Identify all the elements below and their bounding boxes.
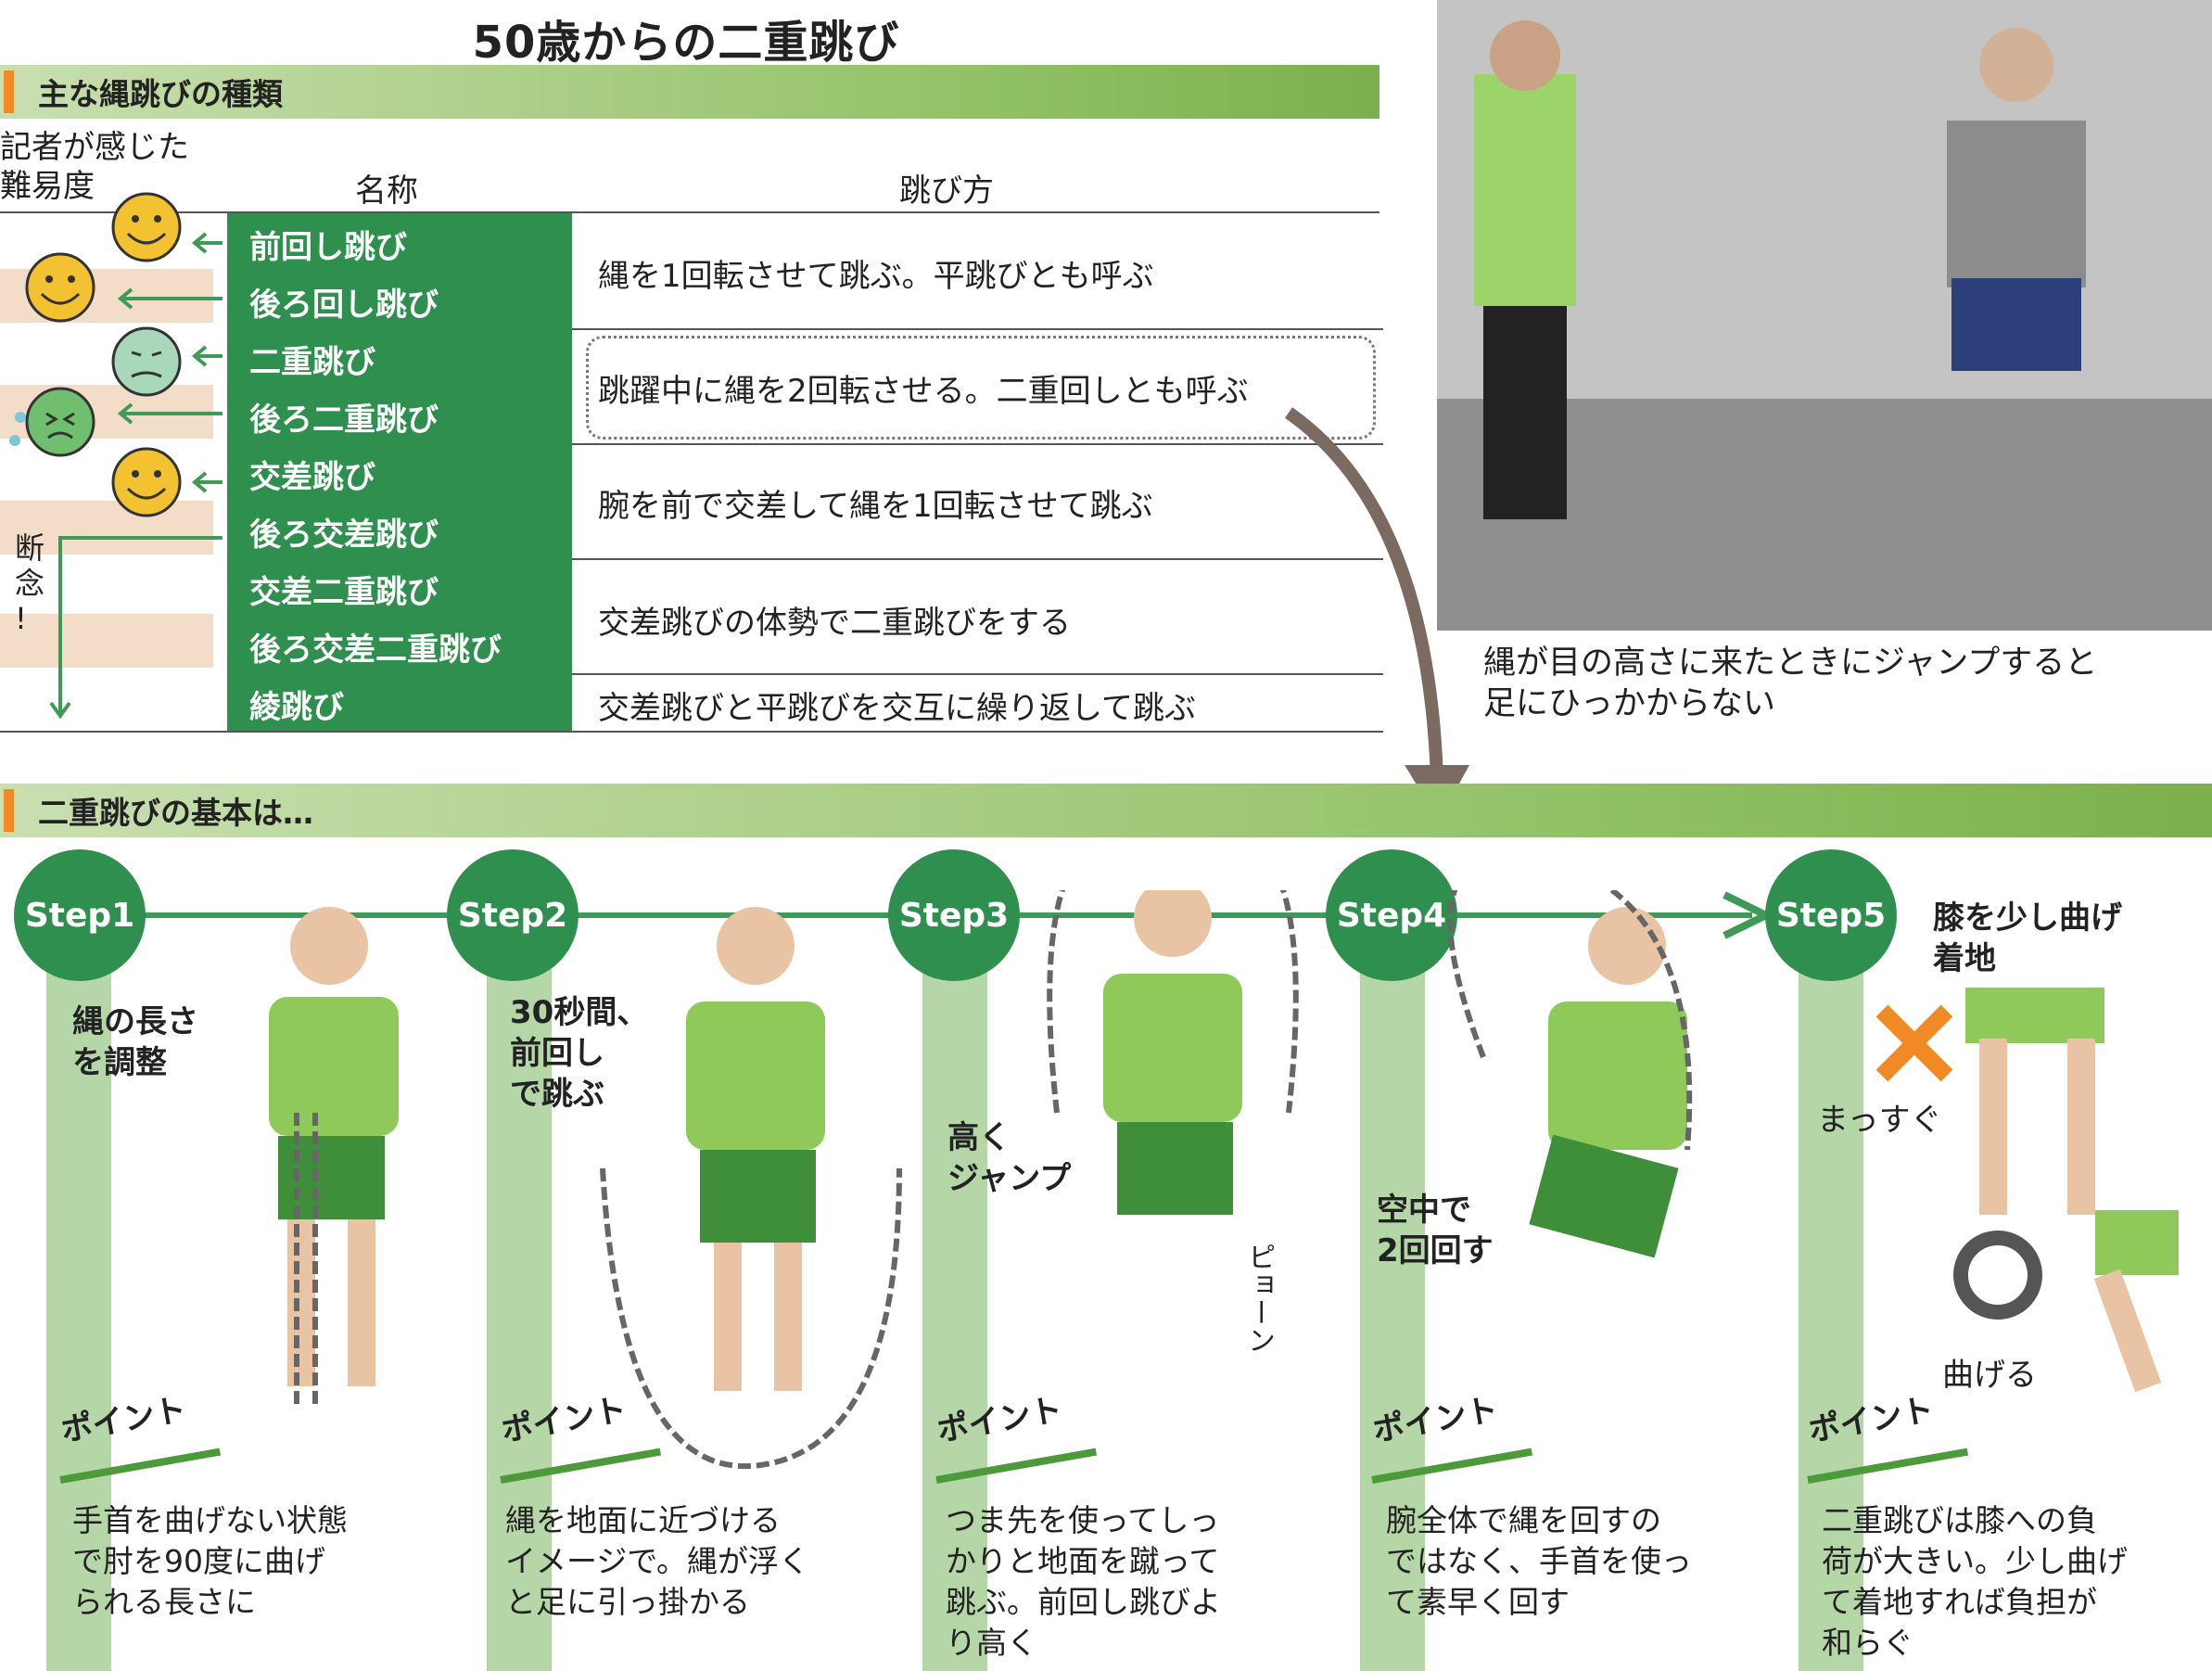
step-2-caption: 30秒間、 前回し で跳ぶ [510,994,649,1113]
circle-mark-icon [1953,1231,2042,1320]
bent-label: 曲げる [1942,1357,2037,1394]
page-title: 50歳からの二重跳び [472,17,900,69]
highlight-box [586,336,1376,440]
step-5-note: 二重跳びは膝への負 荷が大きい。少し曲げ て着地すれば負担が 和らぐ [1822,1502,2128,1661]
smile-face-icon [111,192,182,262]
type-name: 後ろ交差跳び [249,516,439,554]
type-name: 二重跳び [249,343,375,381]
connector-arrow-icon [1284,407,1469,821]
step-1-note: 手首を曲げない状態 で肘を90度に曲げ られる長さに [72,1502,348,1620]
type-description: 腕を前で交差して縄を1回転させて跳ぶ [598,488,1153,525]
section-accent [4,789,14,832]
row-rule [572,558,1383,560]
type-description: 縄を1回転させて跳ぶ。平跳びとも呼ぶ [598,258,1154,295]
type-description: 交差跳びの体勢で二重跳びをする [598,605,1071,642]
step-rail [487,913,552,1671]
arrow-left-icon [191,471,222,493]
column-header-name: 名称 [355,172,418,210]
step-4-caption: 空中で 2回回す [1377,1192,1494,1269]
figure-step2 [600,907,902,1470]
type-name: 前回し跳び [249,228,407,266]
column-header-method: 跳び方 [899,172,994,210]
step-rail [1360,913,1425,1671]
type-description: 跳躍中に縄を2回転させる。二重回しとも呼ぶ [598,373,1249,410]
row-stripe [0,501,213,555]
difficulty-faces [9,192,222,457]
step-2-badge: Step2 [447,849,578,981]
type-name: 後ろ回し跳び [249,286,439,324]
row-stripe [0,614,213,668]
jump-sound-effect: ピョーン [1242,1243,1275,1354]
arrow-left-icon [117,232,222,425]
give-up-arrow-icon [49,536,222,720]
figure-step4 [1447,890,1693,1258]
smile-face-icon [25,252,95,323]
name-column [227,213,572,731]
section-title: 二重跳びの基本は… [38,795,313,831]
type-name: 綾跳び [249,688,344,726]
step-4-note: 腕全体で縄を回すの ではなく、手首を使っ て素早く回す [1386,1502,1692,1620]
step-5-caption: 膝を少し曲げ 着地 [1933,899,2122,977]
row-rule [572,328,1383,330]
table-top-rule [0,211,1379,213]
row-rule [572,673,1383,675]
giveup-label: 断 念 ! [15,530,45,636]
step-4-badge: Step4 [1326,849,1457,981]
type-description: 交差跳びと平跳びを交互に繰り返して跳ぶ [598,690,1196,727]
step-rail [46,913,111,1671]
step-rail [1799,913,1863,1671]
photo-caption: 縄が目の高さに来たときにジャンプすると 足にひっかからない [1483,644,2098,722]
section-header-types: 主な縄跳びの種類 [0,65,1379,119]
figure-step5-legs [1965,988,2179,1393]
worried-face-icon [111,326,182,397]
step-3-caption: 高く ジャンプ [947,1119,1072,1197]
smile-face-icon [111,447,182,517]
figure-step1 [269,907,399,1410]
crying-face-icon [9,387,95,457]
step-1-badge: Step1 [14,849,146,981]
step-3-badge: Step3 [888,849,1020,981]
type-name: 交差二重跳び [249,573,439,611]
step-1-caption: 縄の長さ を調整 [72,1003,198,1081]
straight-label: まっすぐ [1817,1102,1942,1139]
type-name: 交差跳び [249,458,375,496]
step-3-note: つま先を使ってしっ かりと地面を蹴って 跳ぶ。前回し跳びよ り高く [946,1502,1221,1661]
jump-rope-photo [1437,0,2212,631]
row-rule [572,443,1383,445]
type-name: 後ろ二重跳び [249,401,439,439]
difficulty-faces-lower [49,447,222,720]
section-title: 主な縄跳びの種類 [38,76,283,112]
step-5-badge: Step5 [1765,849,1897,981]
photo-illustration [1437,0,2212,631]
section-header-basics: 二重跳びの基本は… [0,784,2212,837]
figure-step3 [1047,890,1299,1215]
step-figures [269,890,2179,1470]
cross-mark-icon [1875,1004,1953,1082]
type-name: 後ろ交差二重跳び [249,631,502,669]
table-bottom-rule [0,731,1383,733]
step-rail [922,913,987,1671]
difficulty-label: 記者が感じた 難易度 [0,129,189,205]
step-2-note: 縄を地面に近づける イメージで。縄が浮く と足に引っ掛かる [505,1502,810,1620]
section-accent [4,70,14,113]
